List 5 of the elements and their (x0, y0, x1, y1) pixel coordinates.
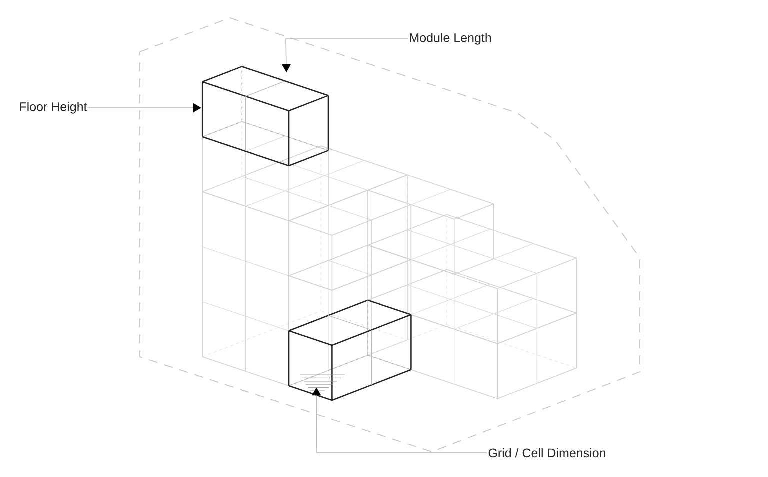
label: Grid / Cell Dimension (488, 448, 606, 458)
label: Module Length (410, 33, 492, 45)
module-box (288, 300, 412, 402)
label: Floor Height (20, 102, 88, 114)
module-box (202, 66, 330, 167)
